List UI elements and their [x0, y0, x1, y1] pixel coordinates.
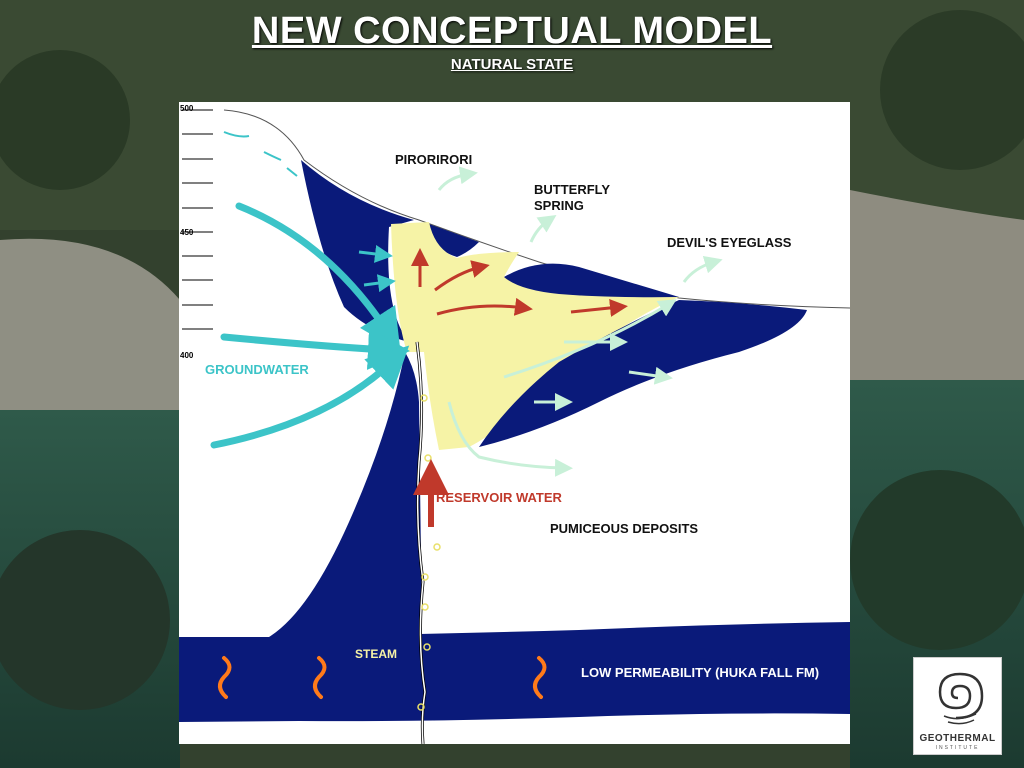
label-low-permeability: LOW PERMEABILITY (HUKA FALL FM): [581, 665, 819, 680]
logo-subtext: INSTITUTE: [935, 745, 980, 751]
impermeable-upper-wedge: [301, 160, 414, 342]
spiral-logo-icon: [938, 672, 984, 725]
depth-scale: [182, 109, 213, 330]
ground-surface-line: [223, 109, 850, 309]
conceptual-model-diagram: 500 450 400: [179, 104, 850, 744]
geothermal-institute-logo: GEOTHERMAL INSTITUTE: [913, 657, 1002, 755]
diagram-panel: 500 450 400: [179, 102, 850, 744]
low-permeability-layer: [179, 622, 850, 722]
scale-label-450: 450: [180, 228, 194, 237]
label-devils-eyeglass: DEVIL'S EYEGLASS: [667, 235, 792, 250]
label-pumiceous-deposits: PUMICEOUS DEPOSITS: [550, 521, 698, 536]
label-butterfly-spring-line2: SPRING: [534, 198, 584, 213]
impermeable-central-column: [269, 352, 422, 637]
scale-label-500: 500: [180, 104, 194, 113]
outflow-arrows: [437, 166, 723, 477]
page-title: NEW CONCEPTUAL MODEL: [251, 10, 773, 52]
label-reservoir-water: RESERVOIR WATER: [436, 490, 563, 505]
label-pirorirori: PIRORIRORI: [395, 152, 472, 167]
scale-label-400: 400: [180, 351, 194, 360]
reservoir-flow-arrows: [411, 248, 628, 527]
label-butterfly-spring-line1: BUTTERFLY: [534, 182, 610, 197]
groundwater-arrows: [210, 202, 410, 449]
page-subtitle: NATURAL STATE: [450, 56, 574, 73]
surface-water-dashes: [223, 131, 298, 177]
logo-text: GEOTHERMAL: [919, 733, 996, 744]
groundwater-small-arrows: [358, 244, 396, 293]
reservoir-yellow-zone: [391, 222, 679, 450]
label-steam: STEAM: [355, 647, 397, 661]
impermeable-right-lobe-upper: [504, 263, 679, 298]
label-groundwater: GROUNDWATER: [205, 362, 309, 377]
steam-squiggles: [218, 656, 547, 699]
